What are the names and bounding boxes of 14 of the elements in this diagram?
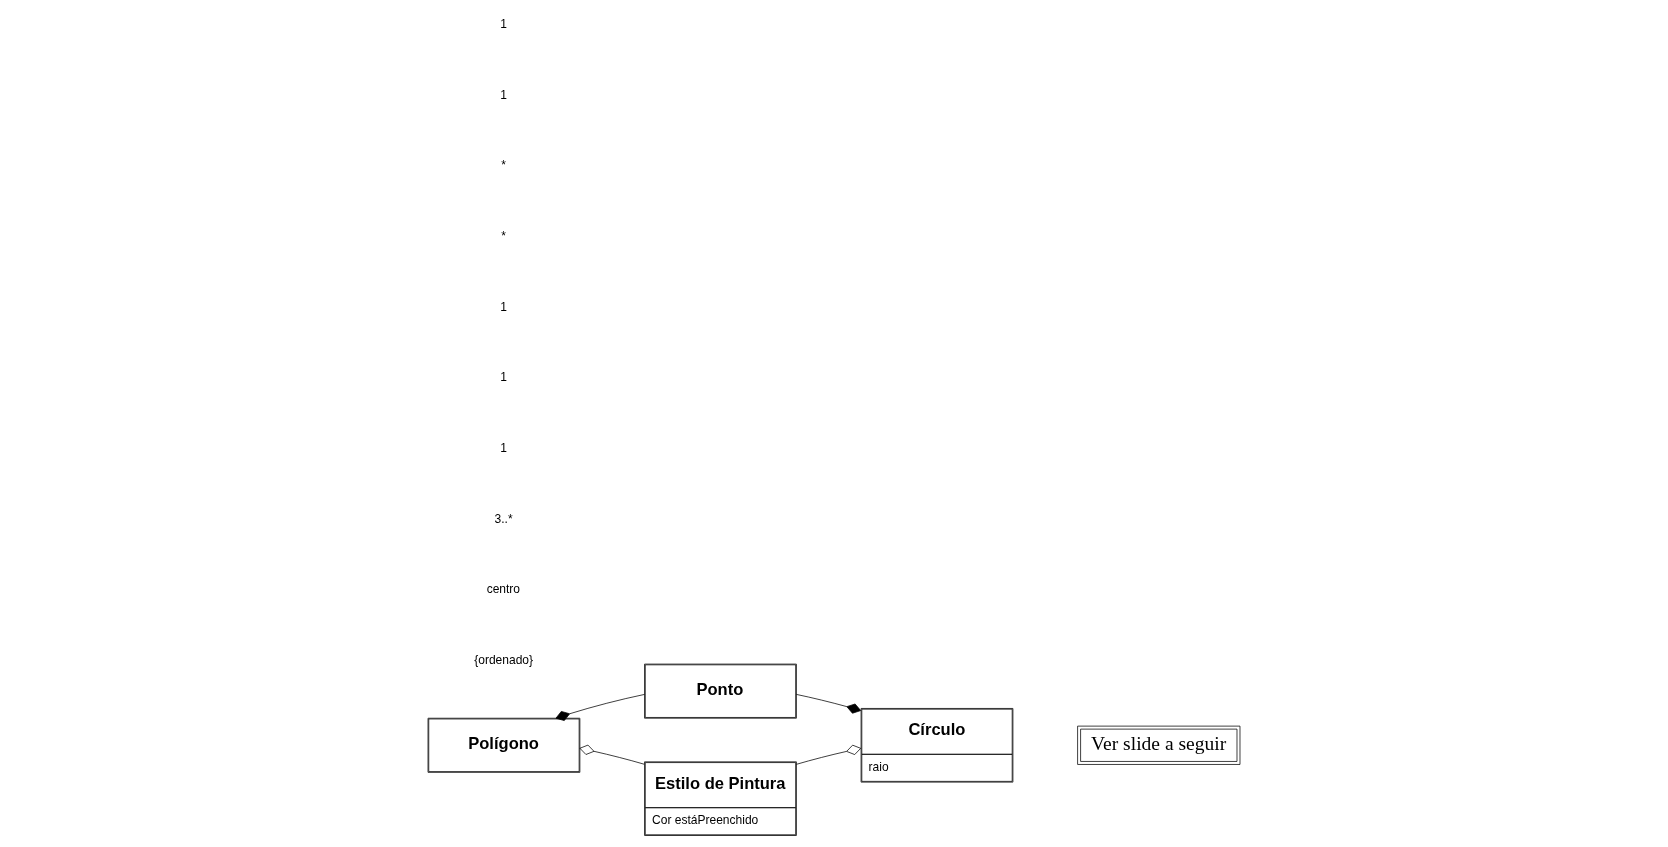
- connector: [579, 744, 645, 765]
- label: 1: [500, 87, 507, 102]
- label: {ordenado}: [474, 652, 534, 667]
- label: 1: [500, 370, 507, 385]
- label: *: [501, 158, 506, 173]
- label: 1: [500, 16, 507, 31]
- connector: [796, 744, 862, 765]
- label: 1: [500, 440, 507, 455]
- connector: [555, 694, 645, 721]
- label: 1: [500, 299, 507, 314]
- label: 3..*: [494, 511, 513, 526]
- label: centro: [486, 582, 521, 597]
- label: *: [501, 228, 506, 243]
- connector: [796, 694, 862, 714]
